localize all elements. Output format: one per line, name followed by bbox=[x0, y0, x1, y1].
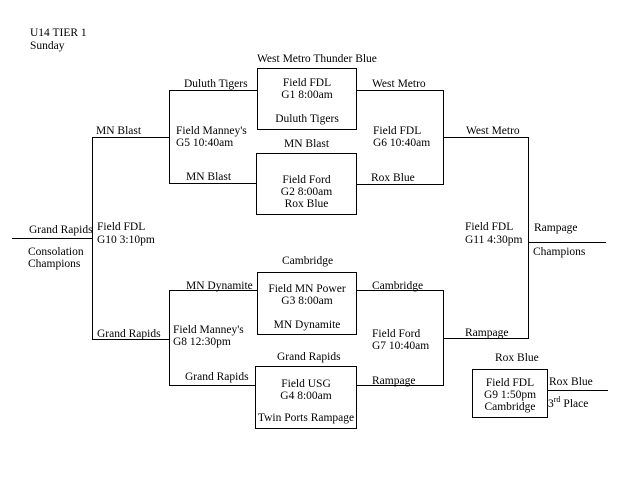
game-box-g4: Field USG G4 8:00am Twin Ports Rampage bbox=[255, 366, 357, 429]
g9-winner-label: Rox Blue bbox=[549, 376, 593, 388]
g3-time-label: G3 8:00am bbox=[281, 295, 333, 307]
consolation-title-line2: Champions bbox=[28, 258, 81, 270]
g7-feed-top-label: Cambridge bbox=[372, 280, 424, 292]
g7-time-label: G7 10:40am bbox=[372, 340, 430, 352]
g6-winner-label: West Metro bbox=[466, 125, 520, 137]
g7-field-label: Field Ford bbox=[372, 328, 421, 340]
g5-winner-line bbox=[92, 137, 169, 138]
g6-field-label: Field FDL bbox=[373, 125, 422, 137]
g4-time-label: G4 8:00am bbox=[280, 390, 332, 402]
g5-feed-top-label: Duluth Tigers bbox=[184, 78, 248, 90]
g2-seed-bottom-label: Rox Blue bbox=[284, 198, 329, 210]
game-box-g1: Field FDL G1 8:00am Duluth Tigers bbox=[257, 68, 357, 130]
game-box-g9: Field FDL G9 1:50pm Cambridge bbox=[472, 369, 548, 418]
g1-time-label: G1 8:00am bbox=[281, 89, 333, 101]
g4-winner-line bbox=[357, 385, 443, 386]
g8-top-feed-line bbox=[169, 290, 257, 291]
g9-team-bottom-label: Cambridge bbox=[484, 401, 536, 413]
g5-time-label: G5 10:40am bbox=[176, 137, 234, 149]
g1-field-label: Field FDL bbox=[282, 77, 332, 89]
g7-feed-bottom-label: Rampage bbox=[372, 375, 416, 387]
g10-bracket-line bbox=[92, 137, 93, 340]
g4-spacer bbox=[256, 402, 356, 412]
g1-winner-line bbox=[357, 90, 443, 91]
g8-feed-top-label: MN Dynamite bbox=[186, 280, 253, 292]
g4-field-label: Field USG bbox=[281, 378, 331, 390]
g8-winner-label: Grand Rapids bbox=[97, 328, 161, 340]
g5-feed-bottom-label: MN Blast bbox=[186, 171, 232, 183]
g3-winner-line bbox=[357, 290, 443, 291]
champion-line bbox=[528, 242, 606, 243]
g6-feed-bottom-label: Rox Blue bbox=[371, 172, 415, 184]
consolation-title-line1: Consolation bbox=[28, 246, 84, 258]
champions-title: Champions bbox=[533, 246, 586, 258]
g11-winner-label: Rampage bbox=[534, 222, 578, 234]
g6-time-label: G6 10:40am bbox=[373, 137, 431, 149]
g3-seed-bottom-label: MN Dynamite bbox=[273, 319, 341, 331]
g11-field-label: Field FDL bbox=[465, 221, 514, 233]
g5-bracket-line bbox=[169, 90, 170, 184]
g10-field-label: Field FDL bbox=[97, 221, 146, 233]
g4-seed-bottom-label: Twin Ports Rampage bbox=[257, 412, 355, 424]
g5-bottom-feed-line bbox=[169, 183, 256, 184]
g10-winner-label: Grand Rapids bbox=[29, 224, 93, 236]
g6-feed-top-label: West Metro bbox=[372, 78, 426, 90]
game-box-g3: Field MN Power G3 8:00am MN Dynamite bbox=[257, 272, 357, 335]
game-box-g2: Field Ford G2 8:00am Rox Blue bbox=[256, 153, 357, 215]
division-title: U14 TIER 1 bbox=[30, 27, 87, 39]
g4-seed-top-label: Grand Rapids bbox=[277, 351, 341, 363]
g9-team-top-label: Rox Blue bbox=[495, 352, 539, 364]
g5-top-feed-line bbox=[170, 90, 257, 91]
g5-winner-label: MN Blast bbox=[96, 125, 142, 137]
g2-field-label: Field Ford bbox=[282, 174, 331, 186]
g1-seed-top-label: West Metro Thunder Blue bbox=[257, 53, 377, 65]
third-place-number: 3 bbox=[548, 398, 554, 410]
g9-field-label: Field FDL bbox=[485, 377, 535, 389]
g8-feed-bottom-label: Grand Rapids bbox=[185, 371, 249, 383]
g1-spacer bbox=[258, 101, 356, 113]
third-place-ordinal: rd bbox=[553, 395, 561, 405]
g8-field-label: Field Manney's bbox=[173, 324, 244, 336]
third-place-word: Place bbox=[563, 398, 589, 410]
g2-winner-line bbox=[357, 184, 443, 185]
g11-bracket-line bbox=[528, 137, 529, 339]
g7-winner-line bbox=[443, 338, 528, 339]
g8-bottom-feed-line bbox=[169, 385, 255, 386]
g1-seed-bottom-label: Duluth Tigers bbox=[275, 113, 339, 125]
g10-time-label: G10 3:10pm bbox=[97, 234, 155, 246]
g11-time-label: G11 4:30pm bbox=[465, 234, 523, 246]
g8-bracket-line bbox=[169, 290, 170, 386]
consolation-champion-line bbox=[12, 238, 92, 239]
g2-seed-top-label: MN Blast bbox=[284, 138, 330, 150]
g3-field-label: Field MN Power bbox=[268, 283, 346, 295]
g7-winner-label: Rampage bbox=[465, 327, 509, 339]
third-place-line bbox=[548, 390, 608, 391]
g8-time-label: G8 12:30pm bbox=[173, 336, 231, 348]
g8-winner-line bbox=[92, 339, 169, 340]
g5-field-label: Field Manney's bbox=[176, 125, 247, 137]
g6-winner-line bbox=[443, 137, 528, 138]
g9-time-label: G9 1:50pm bbox=[483, 389, 537, 401]
day-subtitle: Sunday bbox=[30, 40, 65, 52]
g3-seed-top-label: Cambridge bbox=[282, 255, 334, 267]
g2-time-label: G2 8:00am bbox=[280, 186, 333, 198]
g3-spacer bbox=[258, 307, 356, 319]
